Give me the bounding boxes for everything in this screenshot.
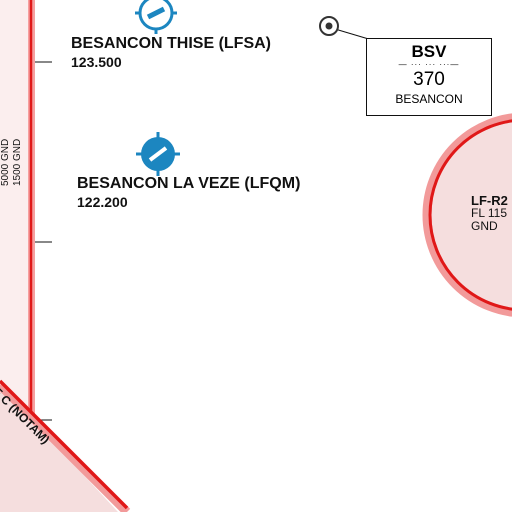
diagonal-zone-halo bbox=[0, 381, 131, 512]
boundary-altitude-label: 1500 GND bbox=[12, 138, 23, 186]
airport-name[interactable]: BESANCON LA VEZE (LFQM) bbox=[77, 175, 301, 192]
restricted-zone-lower: GND bbox=[471, 219, 498, 233]
airport-frequency: 122.200 bbox=[77, 194, 128, 210]
airport-name[interactable]: BESANCON THISE (LFSA) bbox=[71, 35, 271, 52]
navaid-frequency: 370 bbox=[413, 69, 445, 90]
airport-icon-lfqm[interactable] bbox=[136, 132, 180, 176]
diagonal-zone-line bbox=[0, 379, 129, 510]
restricted-zone-area bbox=[422, 113, 512, 317]
airport-icon-lfsa[interactable] bbox=[135, 0, 177, 34]
navaid-morse: — ··· ··· ···— bbox=[398, 60, 460, 69]
ndb-icon-center bbox=[325, 22, 333, 30]
restricted-zone-id: LF-R2 bbox=[471, 193, 508, 208]
navaid-ident: BSV bbox=[411, 42, 447, 61]
restricted-zone-boundary bbox=[428, 119, 512, 311]
navaid-name: BESANCON bbox=[395, 92, 463, 106]
navaid-leader-line bbox=[334, 28, 373, 41]
navaid-info-box[interactable]: BSV — ··· ··· ···— 370 BESANCON bbox=[366, 38, 492, 116]
boundary-altitude-label: 5000 GND bbox=[0, 138, 11, 186]
airport-frequency: 123.500 bbox=[71, 54, 122, 70]
restricted-zone-upper: FL 115 bbox=[471, 206, 508, 220]
restricted-zone-label: LF-R2 FL 115 GND bbox=[471, 194, 508, 233]
